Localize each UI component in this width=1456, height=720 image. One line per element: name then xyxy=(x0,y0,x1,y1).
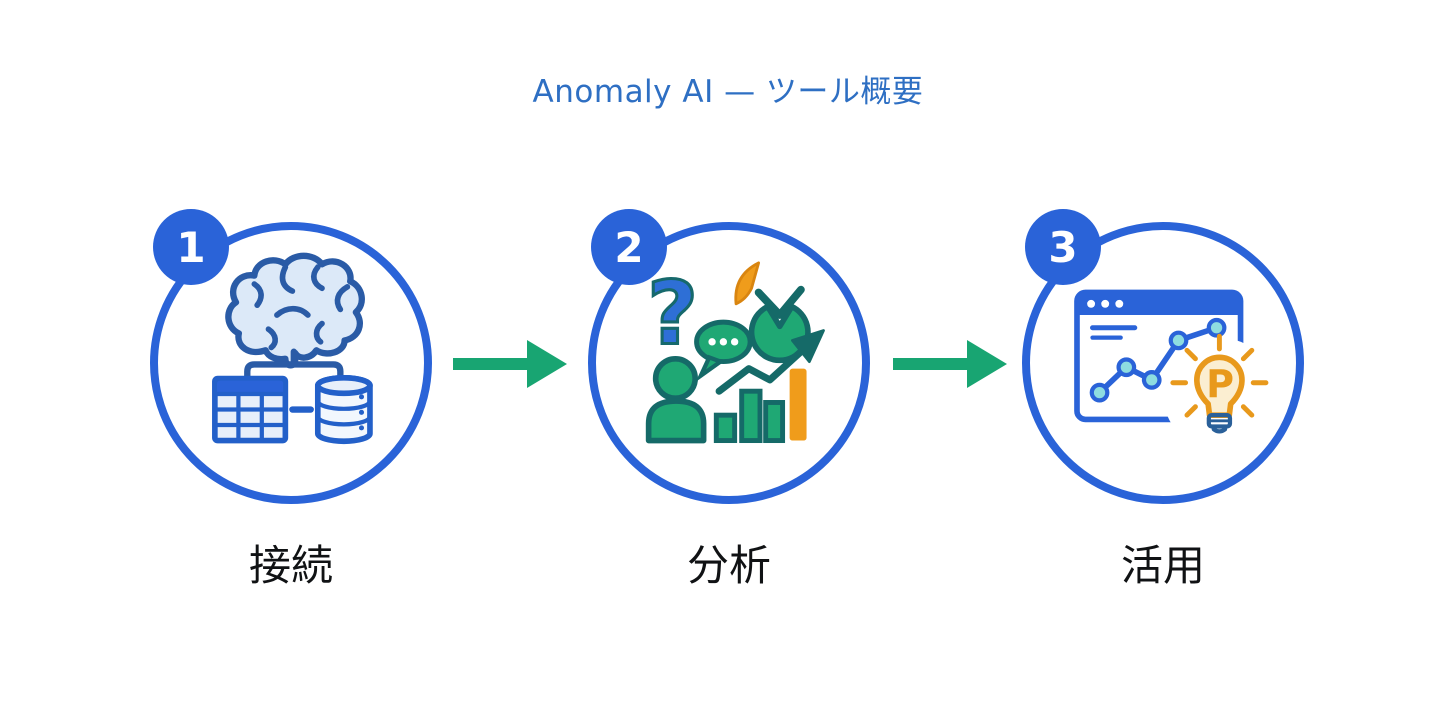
question-mark-icon: ? xyxy=(647,262,698,364)
pie-slice-icon xyxy=(734,261,761,306)
step-3-label: 活用 xyxy=(1120,541,1205,590)
step-1-number: 1 xyxy=(176,222,206,272)
step-1-label: 接続 xyxy=(248,541,333,590)
step-2-label: 分析 xyxy=(686,541,771,590)
bulb-rays xyxy=(1170,333,1269,418)
dashboard-insight-icon: P xyxy=(1074,289,1276,451)
step-2: ? xyxy=(588,209,870,590)
brain-data-connection-icon xyxy=(212,252,373,445)
step-3-badge: 3 xyxy=(1025,209,1101,285)
pie-chart-icon xyxy=(748,285,811,364)
bulb-base xyxy=(1206,413,1233,434)
connector-lines xyxy=(244,348,344,381)
step-1: 1 接続 xyxy=(150,209,432,590)
table-icon xyxy=(212,375,289,444)
trend-arrow-icon xyxy=(715,329,825,395)
arrow-right-icon xyxy=(453,340,567,388)
page-title: Anomaly AI — ツール概要 xyxy=(532,74,924,110)
arrow-right-icon xyxy=(893,340,1007,388)
step-3-number: 3 xyxy=(1048,222,1078,272)
speech-bubble-icon xyxy=(694,319,753,383)
database-icon xyxy=(314,374,373,445)
person-icon xyxy=(645,355,707,444)
step-2-number: 2 xyxy=(614,222,644,272)
line-chart-icon xyxy=(1089,317,1227,403)
bulb-letter: P xyxy=(1206,362,1234,406)
brain-icon xyxy=(225,252,365,369)
step-3: P 3 活用 xyxy=(1022,209,1304,590)
step-1-badge: 1 xyxy=(153,209,229,285)
bar-chart-icon xyxy=(713,368,807,444)
step-2-badge: 2 xyxy=(591,209,667,285)
analysis-charts-icon: ? xyxy=(645,261,825,444)
lightbulb-icon: P xyxy=(1170,333,1269,434)
